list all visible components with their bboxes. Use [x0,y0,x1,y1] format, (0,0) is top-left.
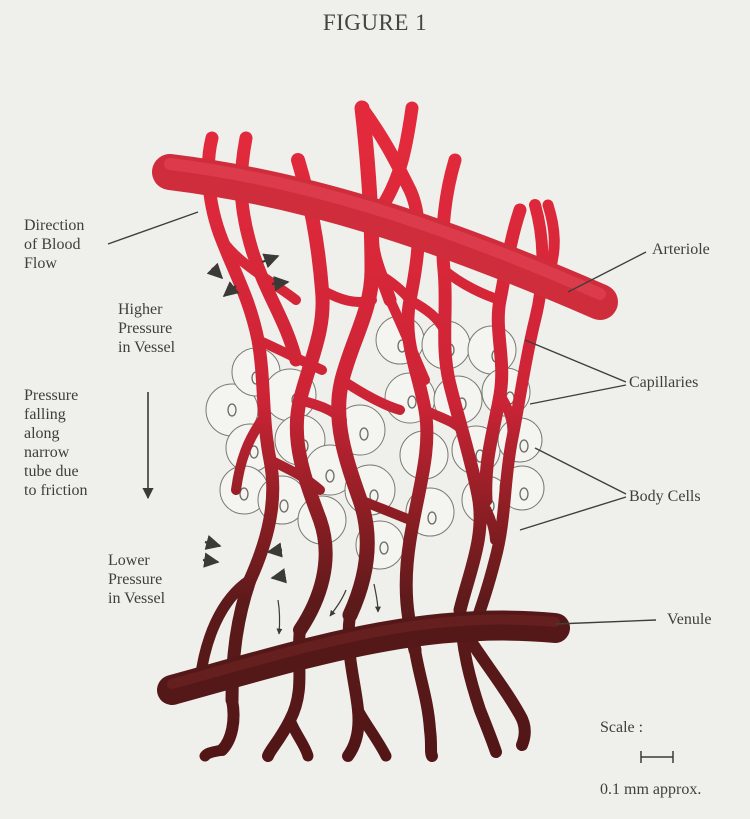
flow-arrows [276,583,381,635]
lower-pressure-label: Lower Pressure in Vessel [108,552,166,607]
direction-of-blood-flow-label: Direction of Blood Flow [24,217,85,272]
venule-label: Venule [667,611,712,628]
scale-label: Scale : [600,719,644,736]
scale-bar [640,751,674,763]
pressure-arrows [202,253,290,584]
venule-vessel [157,610,570,705]
scale-value-label: 0.1 mm approx. [600,781,702,798]
capillaries-label: Capillaries [629,374,699,391]
arteriole-label: Arteriole [652,241,710,258]
capillaries [194,100,560,762]
pressure-falling-label: Pressure falling along narrow tube due t… [24,387,88,499]
higher-pressure-label: Higher Pressure in Vessel [118,301,176,356]
arteriole-vessel [152,154,618,320]
pointer-lines [107,211,657,625]
figure-title: FIGURE 1 [322,10,428,35]
body-cells-label: Body Cells [629,488,701,505]
